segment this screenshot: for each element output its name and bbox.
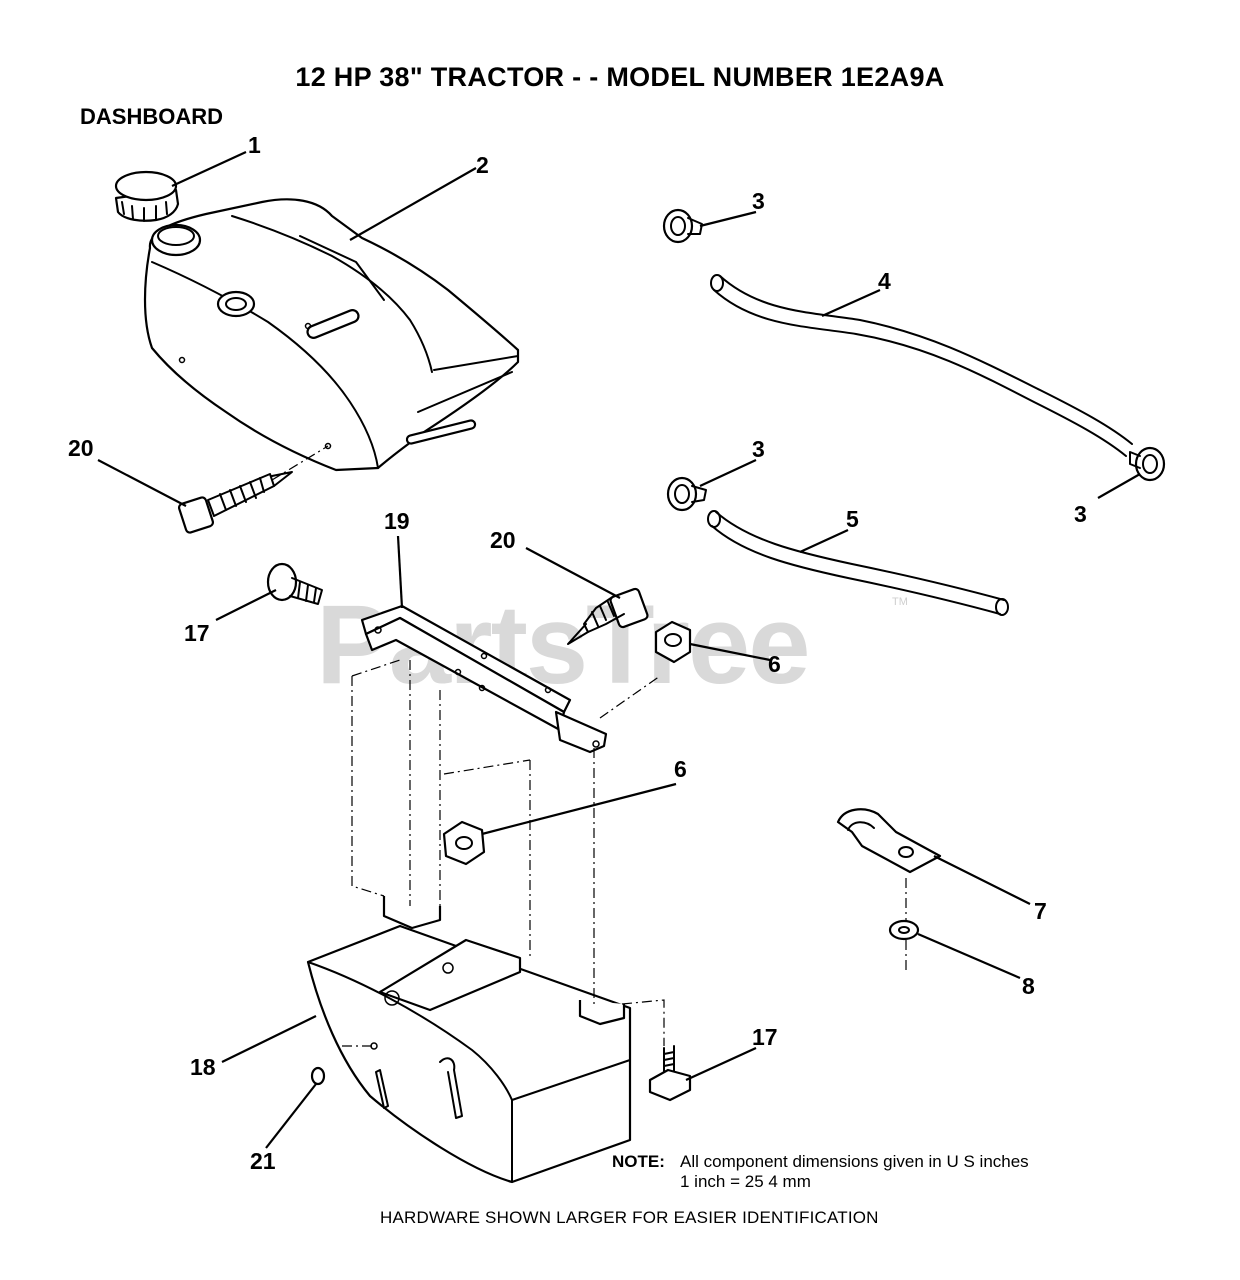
hex-nut-part-upper bbox=[654, 620, 692, 664]
hardware-footnote: HARDWARE SHOWN LARGER FOR EASIER IDENTIF… bbox=[380, 1208, 879, 1227]
screw-part-lower bbox=[567, 587, 649, 645]
bolt-part-lower bbox=[648, 1045, 692, 1102]
plug-part bbox=[310, 1066, 326, 1086]
callout-1: 1 bbox=[248, 132, 261, 158]
fuel-line-long bbox=[710, 274, 1133, 457]
lower-panel-part bbox=[306, 896, 632, 1184]
callout-8: 8 bbox=[1022, 973, 1035, 999]
callout-6-lower: 6 bbox=[674, 756, 687, 782]
callout-4: 4 bbox=[878, 268, 891, 294]
note-line-1: All component dimensions given in U S in… bbox=[680, 1152, 1029, 1171]
dimension-note: NOTE: All component dimensions given in U… bbox=[612, 1152, 1029, 1192]
callout-leaders bbox=[97, 151, 1141, 1149]
dashboard-cover-part bbox=[143, 198, 520, 472]
callout-17-upper: 17 bbox=[184, 620, 210, 646]
screw-part-upper bbox=[177, 471, 293, 534]
callout-20-upper: 20 bbox=[68, 435, 94, 461]
callout-17-lower: 17 bbox=[752, 1024, 778, 1050]
mounting-bracket-part bbox=[360, 604, 608, 754]
fuel-cap-part bbox=[114, 170, 180, 222]
note-line-2: 1 inch = 25 4 mm bbox=[680, 1172, 811, 1191]
callout-20-lower: 20 bbox=[490, 527, 516, 553]
bolt-part-upper bbox=[266, 562, 323, 605]
fuel-line-short bbox=[707, 510, 1009, 616]
note-text: All component dimensions given in U S in… bbox=[680, 1152, 1029, 1192]
callout-21: 21 bbox=[250, 1148, 276, 1174]
hose-clamp-middle-left bbox=[666, 476, 707, 512]
callout-19: 19 bbox=[384, 508, 410, 534]
hose-clamp-top-left bbox=[662, 208, 703, 244]
callout-3-right: 3 bbox=[1074, 501, 1087, 527]
note-label: NOTE: bbox=[612, 1152, 665, 1171]
hose-clip-part bbox=[836, 808, 942, 874]
washer-part bbox=[888, 919, 920, 941]
section-label: DASHBOARD bbox=[80, 104, 223, 129]
callout-2: 2 bbox=[476, 152, 489, 178]
callout-3-top: 3 bbox=[752, 188, 765, 214]
watermark-trademark: TM bbox=[892, 596, 908, 608]
callout-7: 7 bbox=[1034, 898, 1047, 924]
hex-nut-part-lower bbox=[442, 820, 486, 866]
watermark: PartsTree bbox=[316, 582, 811, 707]
assembly-centerlines bbox=[271, 445, 907, 1047]
callout-18: 18 bbox=[190, 1054, 216, 1080]
page-title: 12 HP 38" TRACTOR - - MODEL NUMBER 1E2A9… bbox=[295, 62, 945, 92]
callout-6-upper: 6 bbox=[768, 651, 781, 677]
hose-clamp-right bbox=[1129, 446, 1166, 482]
callout-3-middle: 3 bbox=[752, 436, 765, 462]
callout-5: 5 bbox=[846, 506, 859, 532]
